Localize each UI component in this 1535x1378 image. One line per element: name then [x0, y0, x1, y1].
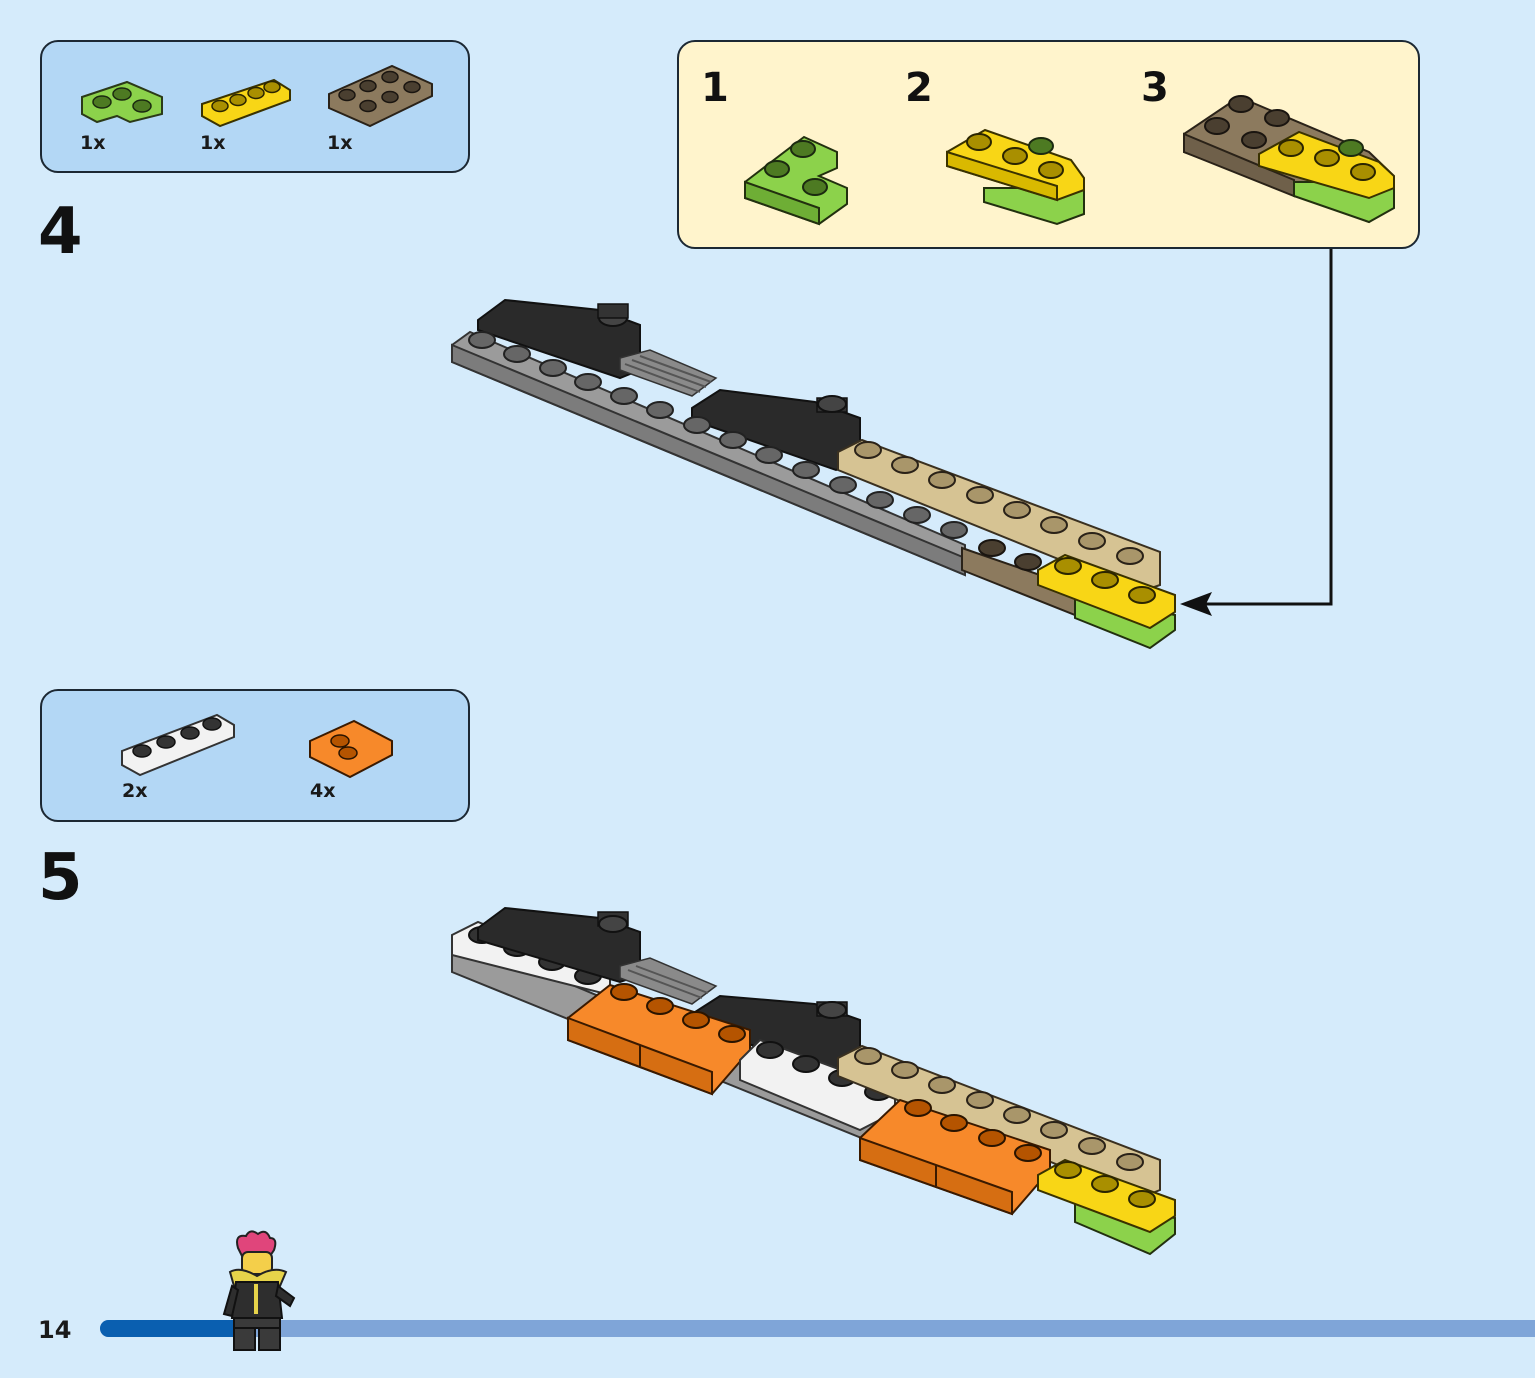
- subassembly-illustration: [744, 95, 1395, 226]
- part-qty: 1x: [80, 132, 106, 154]
- lime-corner-plate-icon: [81, 80, 163, 124]
- page-number: 14: [38, 1316, 72, 1344]
- subassembly-callout: 1 2 3: [677, 40, 1420, 249]
- white-plate-icon: [121, 713, 235, 777]
- progress-track: [100, 1320, 1535, 1337]
- step-5-parts-box: 2x 4x: [40, 689, 470, 822]
- progress-fill: [100, 1320, 244, 1337]
- step-number: 5: [38, 841, 83, 915]
- substep-1-brick: [744, 135, 848, 226]
- part-qty: 1x: [200, 132, 226, 154]
- arrow-head-icon: [1180, 592, 1212, 616]
- step-4-parts-illustration: [81, 64, 433, 128]
- step-4-parts-box: 1x 1x 1x: [40, 40, 470, 173]
- brown-plate-icon: [328, 64, 433, 128]
- substep-3-brick: [1183, 95, 1395, 224]
- step-5-parts-illustration: [121, 713, 393, 779]
- part-qty: 4x: [310, 780, 336, 802]
- minifigure-icon: [222, 1230, 296, 1351]
- substep-number: 1: [701, 65, 729, 111]
- yellow-plate-icon: [201, 78, 291, 128]
- substep-number: 3: [1141, 65, 1169, 111]
- substep-number: 2: [905, 65, 933, 111]
- connector-arrow: [1180, 249, 1333, 616]
- substep-2-brick: [946, 128, 1085, 226]
- part-qty: 2x: [122, 780, 148, 802]
- orange-tile-icon: [309, 719, 393, 779]
- step-4-model: [451, 298, 1176, 650]
- part-qty: 1x: [327, 132, 353, 154]
- step-number: 4: [38, 195, 83, 269]
